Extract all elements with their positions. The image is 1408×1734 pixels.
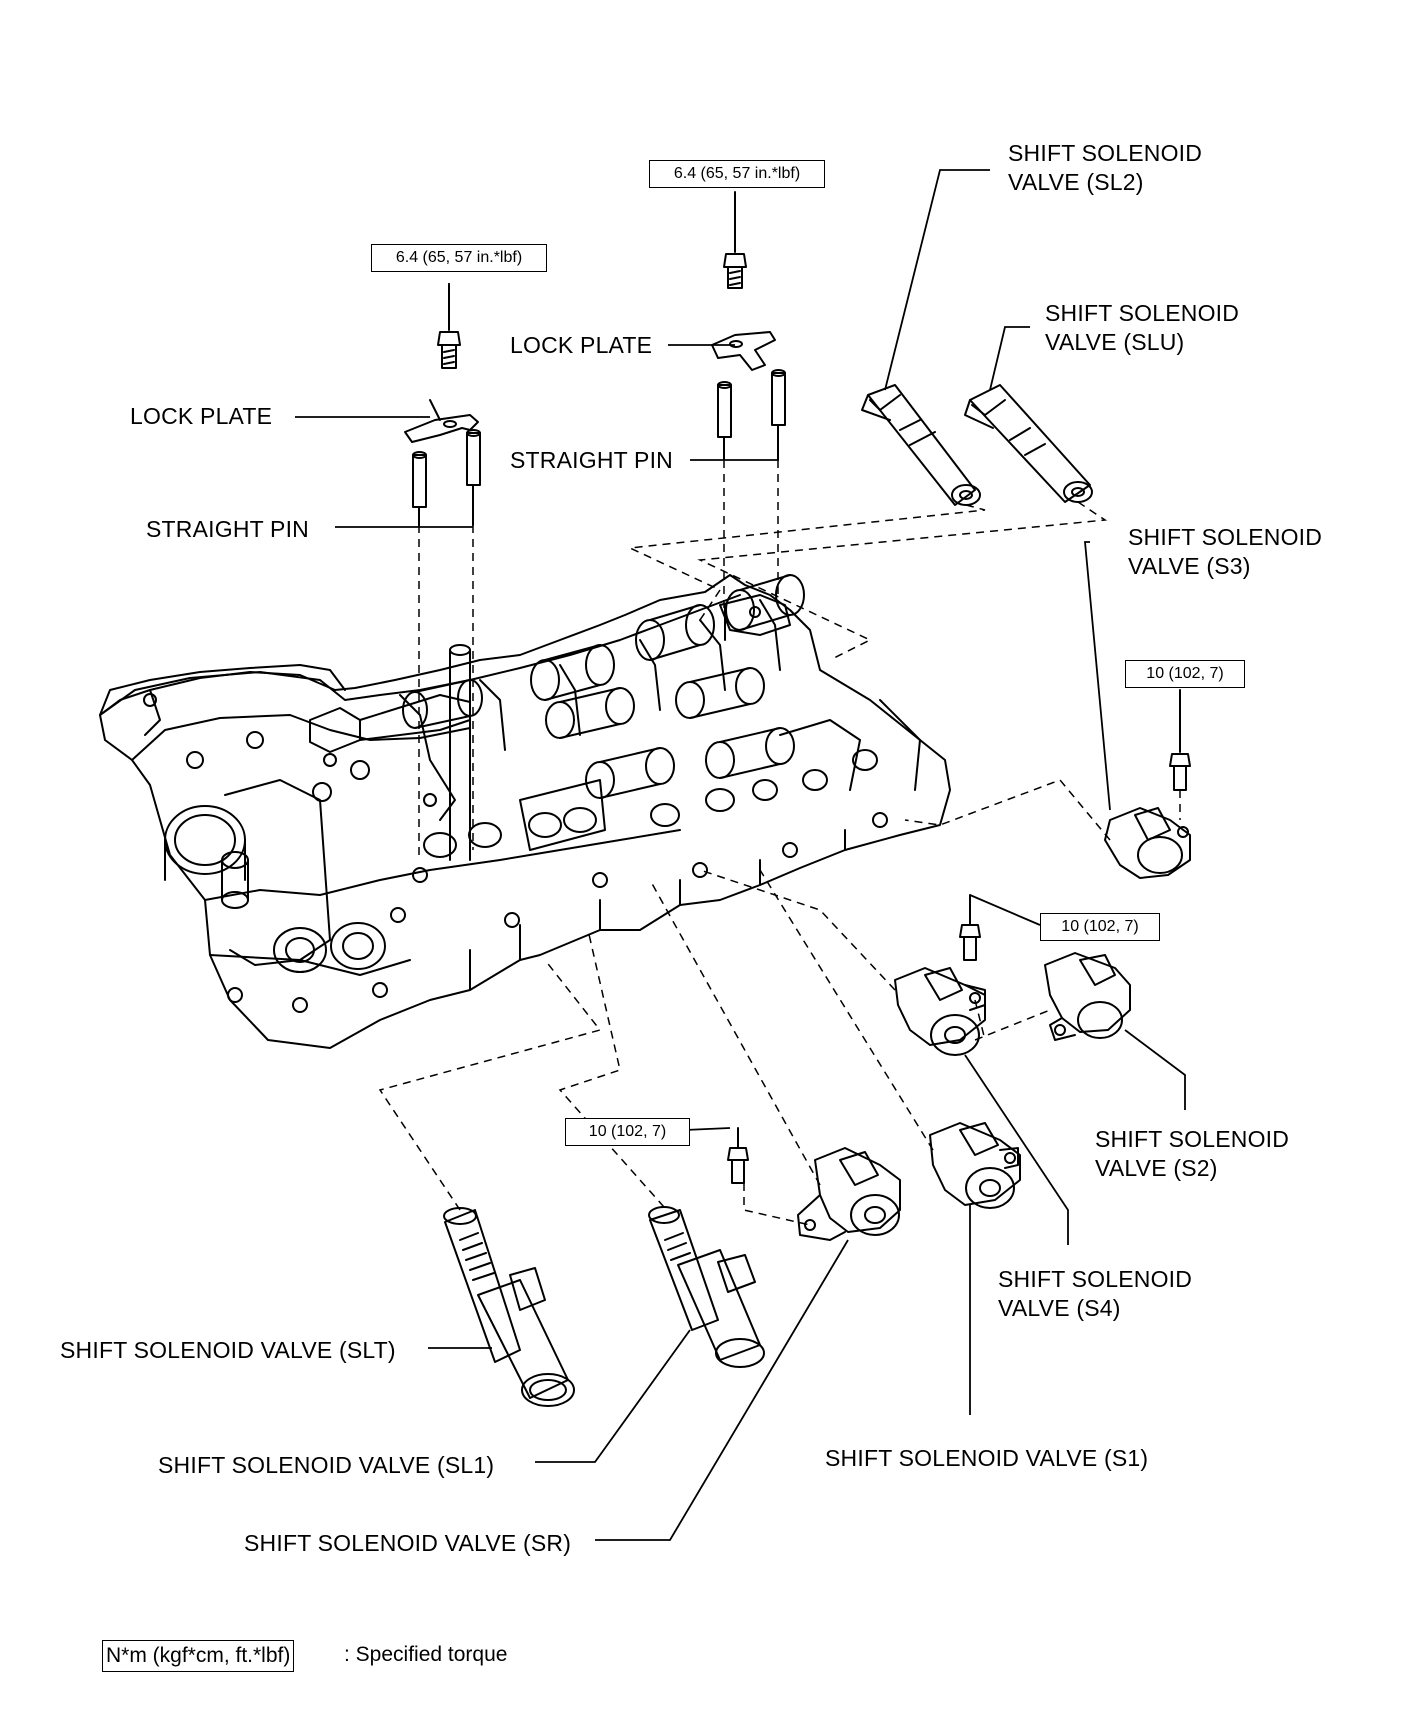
torque-box-lock-plate-right: 6.4 (65, 57 in.*lbf) bbox=[649, 160, 825, 188]
torque-box-lock-plate-left: 6.4 (65, 57 in.*lbf) bbox=[371, 244, 547, 272]
solenoid-sl2 bbox=[861, 384, 981, 506]
leader-lines bbox=[295, 169, 1186, 1541]
label-lock-plate-right: LOCK PLATE bbox=[510, 332, 653, 358]
torque-box-sr: 10 (102, 7) bbox=[565, 1118, 690, 1146]
solenoid-slt bbox=[443, 1207, 575, 1407]
torque-box-s2-s4: 10 (102, 7) bbox=[1040, 913, 1160, 941]
legend-description: : Specified torque bbox=[344, 1643, 508, 1666]
valve-body bbox=[99, 574, 951, 1049]
label-sl1: SHIFT SOLENOID VALVE (SL1) bbox=[158, 1452, 495, 1478]
solenoid-slu bbox=[964, 384, 1093, 503]
solenoid-sr bbox=[727, 1127, 901, 1241]
dashed-alignment-lines bbox=[378, 460, 1181, 1226]
lock-plate-right-assembly bbox=[711, 191, 786, 461]
solenoid-s1 bbox=[929, 1122, 1021, 1209]
label-lock-plate-left: LOCK PLATE bbox=[130, 403, 273, 429]
label-straight-pin-right: STRAIGHT PIN bbox=[510, 447, 673, 473]
solenoid-s2 bbox=[1044, 952, 1131, 1041]
label-s1: SHIFT SOLENOID VALVE (S1) bbox=[825, 1445, 1149, 1471]
label-slt: SHIFT SOLENOID VALVE (SLT) bbox=[60, 1337, 396, 1363]
legend-unit-box: N*m (kgf*cm, ft.*lbf) bbox=[102, 1640, 295, 1672]
label-sr: SHIFT SOLENOID VALVE (SR) bbox=[244, 1530, 572, 1556]
label-straight-pin-left: STRAIGHT PIN bbox=[146, 516, 309, 542]
solenoid-s4 bbox=[894, 894, 986, 1056]
solenoid-s3 bbox=[1104, 689, 1191, 879]
torque-box-s3: 10 (102, 7) bbox=[1125, 660, 1245, 688]
solenoid-sl1 bbox=[648, 1206, 765, 1368]
lock-plate-left-assembly bbox=[404, 284, 481, 526]
